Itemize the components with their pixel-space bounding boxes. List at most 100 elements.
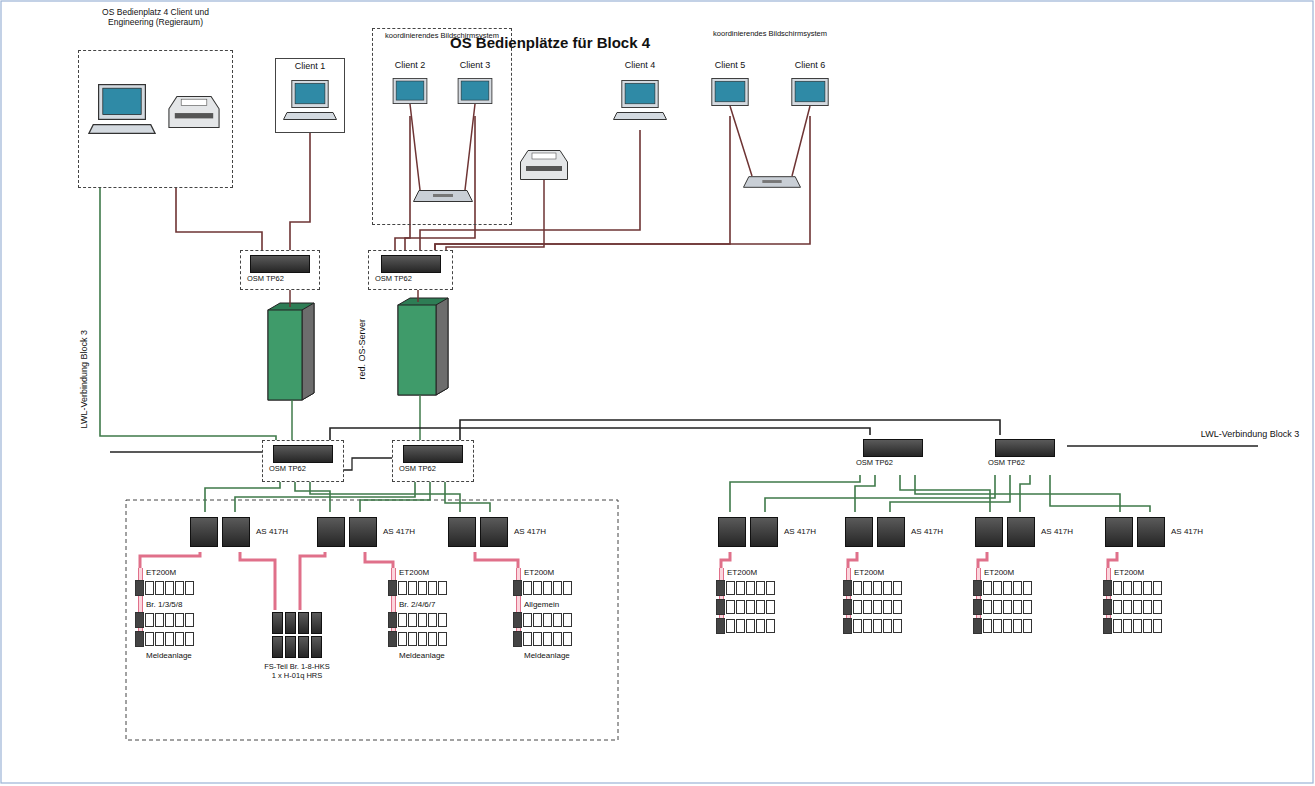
io-module bbox=[185, 632, 194, 646]
io-module bbox=[388, 612, 397, 628]
io-module bbox=[746, 581, 755, 595]
node-as: AS 417H bbox=[312, 512, 422, 552]
io-module bbox=[893, 600, 902, 614]
io-module bbox=[863, 600, 872, 614]
node-sw: OSM TP62 bbox=[368, 250, 453, 290]
io-module bbox=[398, 613, 407, 627]
io-module bbox=[973, 599, 982, 615]
io-module bbox=[883, 581, 892, 595]
annotation: koordinierendes Bildschirmsystem bbox=[690, 30, 850, 39]
io-module bbox=[418, 581, 427, 595]
pc-base bbox=[614, 113, 667, 120]
io-module bbox=[418, 632, 427, 646]
io-module bbox=[428, 613, 437, 627]
io-rack bbox=[843, 619, 932, 634]
io-rack bbox=[513, 581, 602, 596]
display-controller bbox=[743, 177, 800, 188]
vertical-label: LWL-Verbindung Block 3 bbox=[79, 314, 89, 444]
io-module bbox=[145, 613, 154, 627]
monitor bbox=[393, 78, 427, 103]
monitor bbox=[792, 78, 828, 105]
node-as: AS 417H bbox=[713, 512, 823, 552]
io-module bbox=[873, 581, 882, 595]
server-cable bbox=[291, 400, 293, 440]
node-et: ET200MBr. 1/3/5/8Meldeanlage bbox=[132, 568, 224, 661]
safety-label: FS-Teil Br. 1-8-HKS 1 x H-01q HRS bbox=[262, 660, 332, 680]
group-frame bbox=[126, 500, 618, 740]
as-label: AS 417H bbox=[383, 527, 415, 536]
printer-cable bbox=[446, 180, 544, 250]
profibus-link bbox=[300, 552, 325, 610]
network-link bbox=[435, 116, 730, 250]
station-label: ET200M bbox=[1100, 568, 1192, 577]
cpu-unit bbox=[222, 517, 250, 547]
io-module bbox=[853, 581, 862, 595]
system-label: Meldeanlage bbox=[132, 651, 224, 660]
io-module bbox=[983, 600, 992, 614]
io-module bbox=[155, 632, 164, 646]
display-controller bbox=[414, 191, 473, 202]
io-module bbox=[863, 619, 872, 633]
io-module bbox=[513, 580, 522, 596]
profibus-link bbox=[1108, 552, 1117, 568]
profibus-line bbox=[516, 568, 521, 640]
io-module bbox=[883, 600, 892, 614]
network-link bbox=[360, 482, 430, 512]
node-client: Client 4 bbox=[605, 58, 675, 130]
client-label: Client 4 bbox=[605, 58, 675, 70]
io-module bbox=[523, 613, 532, 627]
io-module bbox=[553, 613, 562, 627]
cpu-unit bbox=[190, 517, 218, 547]
io-module bbox=[993, 581, 1002, 595]
safety-modules bbox=[262, 610, 332, 660]
io-rack bbox=[135, 632, 224, 647]
network-link bbox=[435, 116, 810, 250]
network-link bbox=[765, 475, 995, 512]
io-module bbox=[736, 600, 745, 614]
io-module bbox=[1143, 600, 1152, 614]
io-module bbox=[853, 619, 862, 633]
node-as: AS 417H bbox=[970, 512, 1080, 552]
io-module bbox=[843, 618, 852, 634]
io-module bbox=[185, 613, 194, 627]
node-et: ET200MBr. 2/4/6/7Meldeanlage bbox=[385, 568, 477, 661]
io-module bbox=[843, 599, 852, 615]
io-module bbox=[438, 632, 447, 646]
system-label: Meldeanlage bbox=[385, 651, 477, 660]
io-module bbox=[563, 581, 572, 595]
io-module bbox=[973, 580, 982, 596]
io-module bbox=[766, 619, 775, 633]
switch-unit bbox=[381, 255, 441, 273]
io-module bbox=[175, 581, 184, 595]
io-module bbox=[843, 580, 852, 596]
io-module bbox=[523, 632, 532, 646]
monitor bbox=[292, 80, 328, 107]
io-rack bbox=[388, 632, 477, 647]
network-link bbox=[1020, 475, 1030, 512]
switch-label: OSM TP62 bbox=[375, 275, 446, 284]
io-rack bbox=[843, 600, 932, 615]
switch-label: OSM TP62 bbox=[988, 459, 1061, 468]
io-module bbox=[175, 632, 184, 646]
node-et: ET200M bbox=[1100, 568, 1192, 638]
io-module bbox=[973, 618, 982, 634]
station-label: ET200M bbox=[385, 568, 477, 577]
io-rack bbox=[135, 581, 224, 596]
io-module bbox=[533, 613, 542, 627]
io-rack bbox=[716, 619, 805, 634]
io-module bbox=[553, 632, 562, 646]
io-module bbox=[543, 632, 552, 646]
station-label: ET200M bbox=[510, 568, 602, 577]
node-sw: OSM TP62 bbox=[240, 250, 320, 290]
node-et: ET200M bbox=[970, 568, 1062, 638]
as-label: AS 417H bbox=[1171, 527, 1203, 536]
profibus-link bbox=[140, 552, 200, 568]
io-module bbox=[746, 619, 755, 633]
server bbox=[398, 298, 448, 395]
io-module bbox=[1153, 600, 1162, 614]
io-module bbox=[1103, 599, 1112, 615]
server-cable bbox=[419, 395, 421, 440]
network-link bbox=[235, 482, 415, 512]
io-rack bbox=[1103, 619, 1192, 634]
